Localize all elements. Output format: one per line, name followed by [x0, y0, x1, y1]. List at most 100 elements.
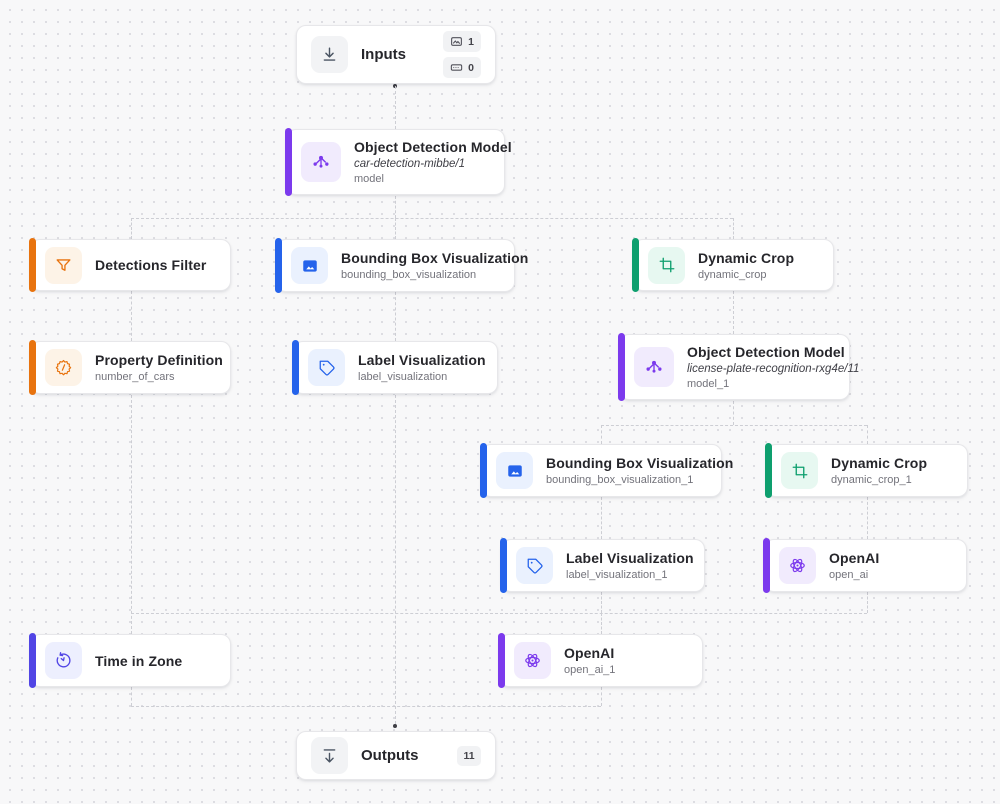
accent-bar [763, 538, 770, 593]
node-title: OpenAI [564, 645, 615, 661]
connector [601, 687, 602, 706]
node-title: Bounding Box Visualization [546, 455, 734, 471]
accent-bar [275, 238, 282, 293]
node-label-visualization[interactable]: Label Visualization label_visualization [292, 340, 498, 395]
connector [601, 497, 602, 539]
accent-bar [29, 633, 36, 688]
node-title: Bounding Box Visualization [341, 250, 529, 266]
crop-icon [781, 452, 818, 489]
atom-icon [514, 642, 551, 679]
image-inputs-badge: 1 [443, 31, 481, 52]
parameter-icon [450, 64, 463, 71]
accent-bar [292, 340, 299, 395]
connector [131, 613, 867, 614]
photo-icon [496, 452, 533, 489]
funnel-icon [45, 246, 82, 284]
node-title: Outputs [361, 747, 419, 764]
image-inputs-count: 1 [468, 35, 474, 48]
node-dynamic-crop-1[interactable]: Dynamic Crop dynamic_crop_1 [765, 443, 968, 498]
node-id: model [354, 173, 384, 185]
accent-bar [498, 633, 505, 688]
node-time-in-zone[interactable]: Time in Zone [29, 633, 231, 688]
node-open-ai[interactable]: OpenAI open_ai [763, 538, 967, 593]
gear-code-icon [45, 349, 82, 386]
node-inputs[interactable]: Inputs 1 0 [296, 25, 496, 84]
node-id: number_of_cars [95, 371, 175, 383]
node-title: Property Definition [95, 352, 223, 368]
parameter-inputs-count: 0 [468, 61, 474, 74]
image-icon [451, 37, 463, 46]
model-graph-icon [634, 347, 674, 387]
node-title: OpenAI [829, 550, 880, 566]
node-title: Label Visualization [566, 550, 694, 566]
connector [867, 497, 868, 539]
connector [131, 687, 132, 706]
model-graph-icon [301, 142, 341, 182]
node-bounding-box-visualization-1[interactable]: Bounding Box Visualization bounding_box_… [480, 443, 734, 498]
download-icon [311, 36, 348, 73]
tag-icon [516, 547, 553, 584]
accent-bar [29, 340, 36, 395]
node-label-visualization-1[interactable]: Label Visualization label_visualization_… [500, 538, 705, 593]
connector [395, 218, 396, 239]
accent-bar [765, 443, 772, 498]
crop-icon [648, 246, 685, 284]
node-property-definition[interactable]: Property Definition number_of_cars [29, 340, 231, 395]
connector [601, 425, 867, 426]
model-id: license-plate-recognition-rxg4e/11 [687, 363, 860, 375]
node-title: Time in Zone [95, 652, 183, 669]
node-bounding-box-visualization[interactable]: Bounding Box Visualization bounding_box_… [275, 238, 529, 293]
node-id: model_1 [687, 378, 730, 390]
accent-bar [29, 238, 36, 292]
connector [131, 706, 601, 707]
connector [867, 425, 868, 444]
accent-bar [500, 538, 507, 593]
connector [733, 218, 734, 239]
node-id: bounding_box_visualization [341, 269, 477, 281]
atom-icon [779, 547, 816, 584]
connector-dot [393, 724, 397, 728]
connector [601, 592, 602, 613]
node-title: Object Detection Model [354, 139, 512, 155]
accent-bar [632, 238, 639, 292]
connector [131, 218, 733, 219]
connector [395, 395, 396, 724]
node-title: Inputs [361, 46, 406, 63]
tray-download-icon [311, 737, 348, 774]
node-outputs[interactable]: Outputs 11 [296, 731, 496, 780]
connector [601, 425, 602, 444]
node-detections-filter[interactable]: Detections Filter [29, 238, 231, 292]
connector [395, 86, 396, 129]
connector [601, 613, 602, 634]
node-id: dynamic_crop [698, 268, 767, 281]
node-title: Dynamic Crop [698, 249, 795, 266]
node-dynamic-crop[interactable]: Dynamic Crop dynamic_crop [632, 238, 834, 292]
node-title: Object Detection Model [687, 344, 845, 360]
node-id: dynamic_crop_1 [831, 474, 912, 486]
connector [395, 292, 396, 341]
node-id: bounding_box_visualization_1 [546, 474, 694, 486]
photo-icon [291, 247, 328, 284]
node-id: label_visualization [358, 371, 448, 383]
parameter-inputs-badge: 0 [443, 57, 481, 78]
accent-bar [618, 333, 625, 401]
node-open-ai-1[interactable]: OpenAI open_ai_1 [498, 633, 703, 688]
accent-bar [480, 443, 487, 498]
node-object-detection-model-1[interactable]: Object Detection Model license-plate-rec… [618, 333, 860, 401]
connector [733, 291, 734, 334]
node-title: Label Visualization [358, 352, 486, 368]
accent-bar [285, 128, 292, 196]
node-id: open_ai [829, 569, 869, 581]
connector [131, 218, 132, 239]
tag-icon [308, 349, 345, 386]
outputs-count-badge: 11 [457, 745, 481, 766]
connector [131, 395, 132, 634]
node-id: open_ai_1 [564, 664, 616, 676]
node-title: Dynamic Crop [831, 455, 928, 471]
stopwatch-icon [45, 642, 82, 679]
model-id: car-detection-mibbe/1 [354, 158, 466, 170]
connector [867, 592, 868, 613]
connector [733, 401, 734, 425]
node-object-detection-model[interactable]: Object Detection Model car-detection-mib… [285, 128, 512, 196]
